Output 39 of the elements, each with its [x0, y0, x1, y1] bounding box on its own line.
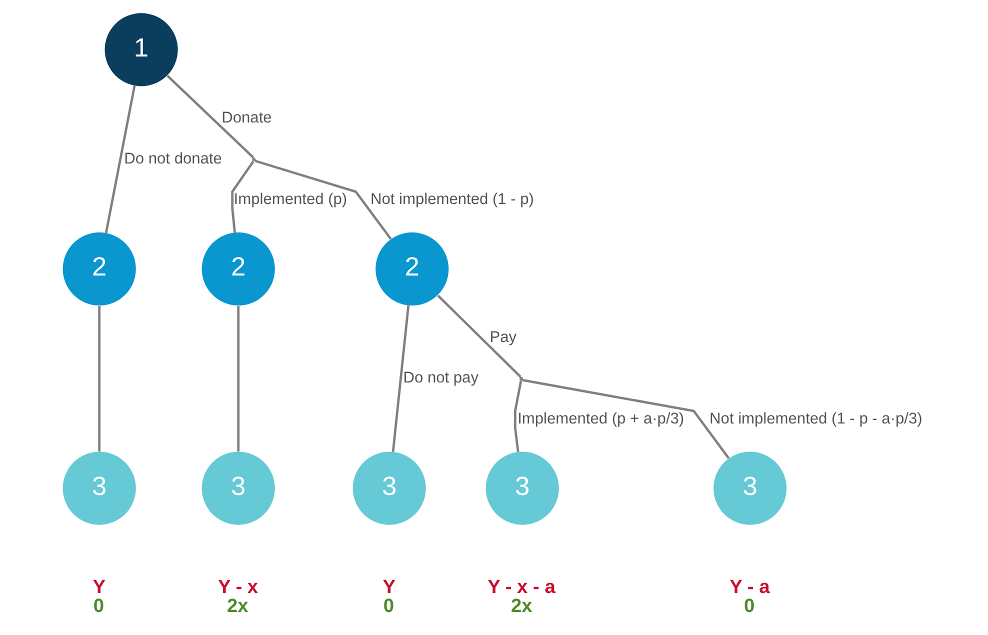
node-circle: 2	[201, 232, 274, 306]
node-circle: 3	[352, 452, 426, 525]
node-circle: 3	[201, 452, 274, 525]
edge-label: Donate	[221, 110, 272, 127]
node-label: Y - x - a	[487, 576, 555, 598]
connector	[230, 160, 254, 233]
node-point	[252, 158, 256, 162]
node-circle: 3	[485, 452, 558, 525]
node-circle: 3	[713, 452, 786, 525]
connector	[436, 294, 521, 378]
connector	[166, 74, 254, 158]
edge-label: Implemented (p + a·p/3)	[517, 410, 684, 428]
edge-label: Implemented (p)	[233, 191, 347, 208]
edge-label: Do not donate	[124, 150, 222, 168]
node-circle: 1	[104, 13, 178, 86]
connector	[104, 85, 136, 234]
node-label: Y	[92, 576, 106, 598]
connector	[391, 305, 410, 452]
node-label: Y	[382, 576, 396, 598]
edge-label: Do not pay	[402, 370, 478, 387]
edge-label: Pay	[489, 328, 516, 346]
node-circle: 2	[375, 232, 448, 306]
connector	[236, 306, 240, 452]
node-circle: 3	[62, 452, 136, 525]
connector	[522, 378, 730, 459]
node-point	[518, 376, 522, 380]
node-label: 2x	[510, 596, 532, 618]
edge-label: Not implemented (1 - p)	[370, 191, 534, 208]
node-label: 0	[382, 596, 394, 618]
node-circle: 2	[62, 232, 136, 306]
node-label: Y - x	[217, 576, 258, 598]
connector	[513, 380, 522, 452]
connector	[98, 306, 100, 452]
node-label: 0	[744, 596, 754, 618]
node-label: 0	[92, 596, 104, 618]
edge-label: Not implemented (1 - p - a·p/3)	[709, 410, 922, 428]
connector	[254, 160, 392, 240]
node-label: Y - a	[729, 576, 770, 598]
node-label: 2x	[226, 596, 248, 618]
